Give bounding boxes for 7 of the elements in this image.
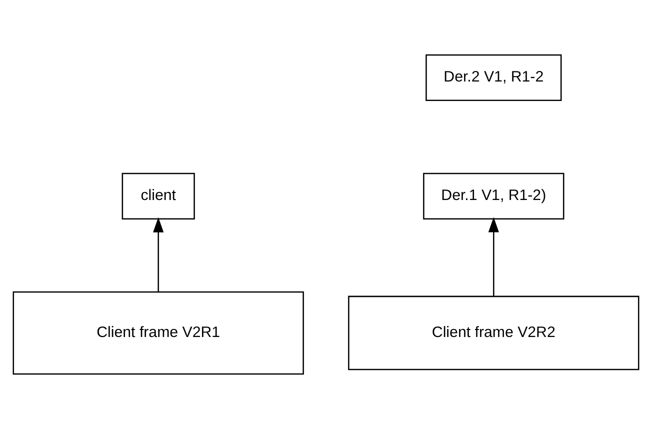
arrow bbox=[488, 216, 499, 296]
node-box: Der.1 V1, R1-2) bbox=[423, 172, 564, 220]
arrow bbox=[153, 216, 164, 292]
node-box: client bbox=[122, 172, 195, 220]
node-box: Client frame V2R1 bbox=[12, 290, 304, 374]
node-box: Client frame V2R2 bbox=[348, 295, 640, 370]
node-box: Der.2 V1, R1-2 bbox=[426, 54, 562, 101]
